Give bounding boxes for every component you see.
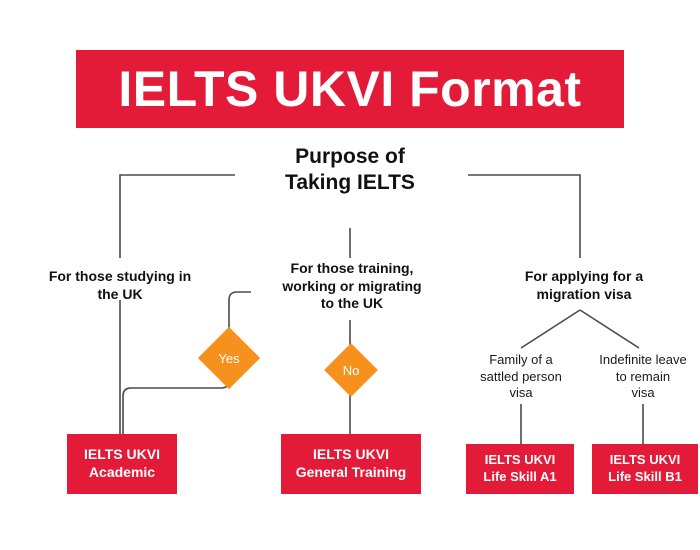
root-node-line2: Taking IELTS [285,170,415,194]
sub-b1-line1: Indefinite leave [599,352,687,367]
branch-academic-line2: the UK [97,285,143,302]
root-node-purpose: Purpose of Taking IELTS [250,144,450,195]
wire-root-to-academic [119,174,235,258]
result-a1-line1: IELTS UKVI [484,452,556,468]
branch-label-migration: For applying for a migration visa [496,268,672,303]
root-node-line1: Purpose of [295,145,405,168]
title-banner: IELTS UKVI Format [76,50,624,128]
sub-label-indefinite-leave: Indefinite leave to remain visa [582,352,700,402]
branch-academic-line1: For those studying in [48,268,192,284]
branch-migration-line1: For applying for a [524,268,644,284]
result-academic-line2: Academic [88,464,156,480]
decision-yes-label: Yes [218,350,240,366]
result-general-line1: IELTS UKVI [313,446,389,463]
branch-migration-line2: migration visa [536,285,632,302]
result-b1-line2: Life Skill B1 [608,469,682,484]
decision-diamond-no[interactable]: No [324,343,378,397]
wire-root-to-migration [468,174,581,258]
result-general-line2: General Training [295,464,407,480]
result-general-text: IELTS UKVI General Training [296,446,406,482]
wire-migration-to-b1 [579,309,640,349]
branch-general-line1: For those training, [290,260,414,276]
result-box-ukvi-academic[interactable]: IELTS UKVI Academic [67,434,177,494]
wire-migration-to-a1 [520,309,581,349]
sub-a1-line2: sattled person [480,368,562,384]
result-box-ukvi-life-skill-a1[interactable]: IELTS UKVI Life Skill A1 [466,444,574,494]
result-academic-text: IELTS UKVI Academic [84,446,160,482]
sub-a1-line1: Family of a [489,352,553,367]
sub-b1-line2: to remain [615,368,671,384]
branch-general-line2: working or migrating [282,277,422,294]
result-a1-line2: Life Skill A1 [483,469,557,484]
decision-diamond-yes[interactable]: Yes [197,326,261,390]
sub-label-family-settled: Family of a sattled person visa [460,352,582,402]
result-box-ukvi-general-training[interactable]: IELTS UKVI General Training [281,434,421,494]
branch-label-academic: For those studying in the UK [24,268,216,303]
result-b1-text: IELTS UKVI Life Skill B1 [608,452,682,485]
branch-label-general: For those training, working or migrating… [266,260,438,313]
wire-yes-to-academic [122,379,230,434]
result-box-ukvi-life-skill-b1[interactable]: IELTS UKVI Life Skill B1 [592,444,698,494]
sub-b1-line3: visa [631,385,655,401]
page-title: IELTS UKVI Format [118,61,582,117]
result-a1-text: IELTS UKVI Life Skill A1 [483,452,556,485]
branch-general-line3: to the UK [320,295,384,311]
decision-no-label: No [342,362,360,378]
result-academic-line1: IELTS UKVI [84,446,160,463]
sub-a1-line3: visa [509,385,533,401]
result-b1-line1: IELTS UKVI [609,452,681,468]
